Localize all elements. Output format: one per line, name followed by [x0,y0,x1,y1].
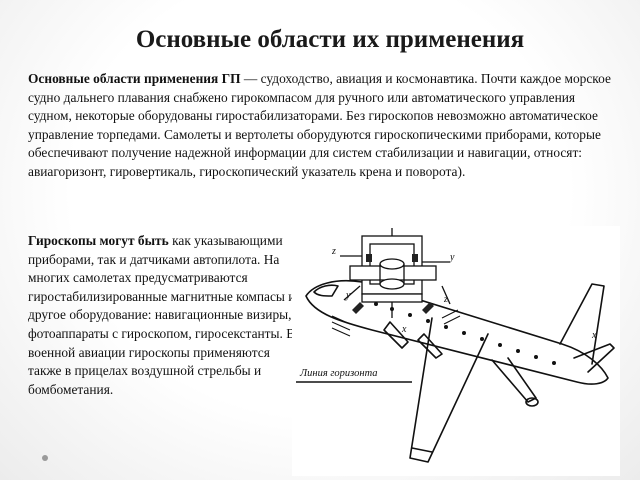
paragraph-applications: Основные области применения ГП — судоход… [28,70,616,182]
paragraph-applications-lead: Основные области применения ГП [28,71,241,86]
paragraph-gyroscope-types-lead: Гироскопы могут быть [28,233,169,248]
axis-label-y-mid: y [345,290,351,301]
paragraph-gyroscope-types-text: как указывающими приборами, так и датчик… [28,233,296,397]
slide-title: Основные области их применения [135,26,525,53]
paragraph-gyroscope-types: Гироскопы могут быть как указывающими пр… [28,232,296,399]
axis-label-x-mid: x [401,324,407,335]
airplane-wing [409,317,489,463]
airplane-gyroscope-diagram: Линия горизонта z y y z x x [292,226,620,476]
axis-label-z-top: z [331,246,336,257]
horizon-label: Линия горизонта [299,368,378,379]
bullet-dot [42,455,48,461]
airplane-engine [491,357,537,403]
paragraph-applications-text: — судоходство, авиация и космонавтика. П… [28,71,611,179]
axis-label-y-top: y [449,252,455,263]
airplane-tail-fin [559,283,605,365]
axis-label-z-mid: z [443,294,448,305]
axis-label-x-tail: x [591,330,597,341]
airplane-tail-plane [573,343,615,373]
airplane-cockpit [313,284,339,297]
